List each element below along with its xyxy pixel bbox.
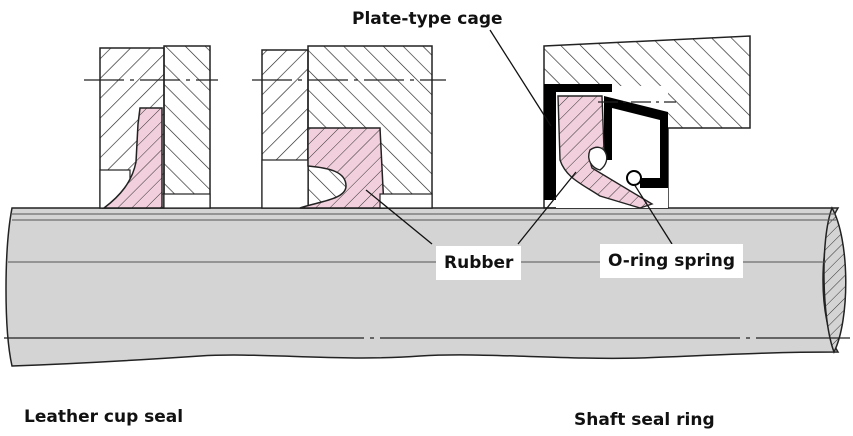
ring-inner-mount: [588, 146, 608, 171]
shaft-body: [5, 207, 840, 367]
leader-o-ring-spring: [633, 183, 673, 245]
leader-plate-type-cage: [489, 29, 552, 127]
shaft: [4, 206, 850, 367]
leader-lines: [365, 29, 673, 245]
label-shaft-seal-ring: Shaft seal ring: [574, 410, 715, 430]
middle-bottom-strip: [379, 193, 433, 209]
rubber-seal-assembly: [252, 45, 446, 209]
ring-clamp-bar: [640, 178, 668, 188]
leather-cup-element: [101, 107, 163, 209]
label-o-ring-spring: O-ring spring: [600, 244, 743, 278]
label-leather-cup-seal: Leather cup seal: [24, 407, 184, 427]
middle-gap: [261, 159, 309, 209]
rubber-lip-element: [299, 127, 385, 209]
plate-type-cage-inner: [604, 96, 668, 180]
label-rubber: Rubber: [436, 246, 522, 280]
leather-cup-seal-assembly: [84, 45, 218, 209]
shaft-end-face: [823, 206, 847, 354]
leader-rubber-ring: [517, 171, 577, 245]
plate-type-cage-metal: [544, 84, 612, 200]
shaft-seal-ring-assembly: [543, 35, 751, 209]
o-ring-spring-icon: [626, 170, 642, 186]
label-plate-type-cage: Plate-type cage: [352, 9, 503, 29]
leader-rubber-middle: [365, 189, 433, 245]
leather-gap-right: [163, 193, 211, 209]
leather-housing-right: [163, 45, 211, 209]
